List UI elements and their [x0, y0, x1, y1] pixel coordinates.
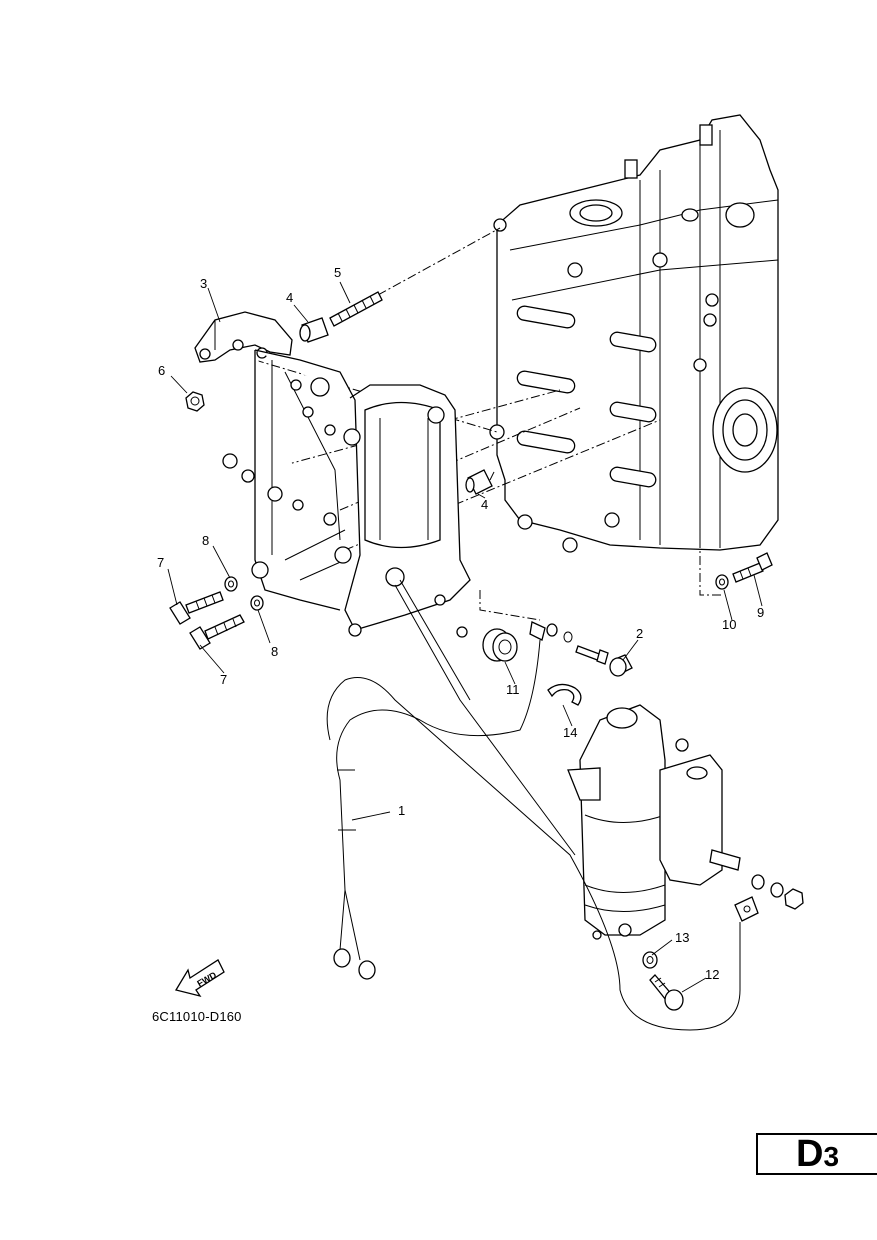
callout-10: 10 — [722, 617, 736, 632]
stud-bolt-part-5 — [329, 291, 383, 327]
bolt-part-7-upper — [169, 591, 224, 625]
diagram-code: 6C11010-D160 — [152, 1009, 242, 1024]
page-badge-number: 3 — [823, 1141, 840, 1172]
leader-lines — [167, 281, 763, 993]
clamp-part-14 — [547, 683, 582, 706]
callout-4-upper: 4 — [286, 290, 293, 305]
callout-11: 11 — [506, 682, 520, 697]
fwd-arrow-icon: FWD — [174, 959, 225, 998]
callout-13: 13 — [675, 930, 689, 945]
grommet-part-11 — [482, 628, 518, 662]
bolt-part-12 — [649, 974, 684, 1011]
bolt-part-7-lower — [189, 614, 245, 650]
callout-1: 1 — [398, 803, 405, 818]
callout-7-lower: 7 — [220, 672, 227, 687]
callout-5: 5 — [334, 265, 341, 280]
washer-part-8-upper — [224, 576, 238, 592]
callout-4-lower: 4 — [481, 497, 488, 512]
callout-8-upper: 8 — [202, 533, 209, 548]
nut-and-washer-starter — [751, 874, 804, 910]
bolt-part-9 — [732, 552, 773, 583]
callout-labels: 1 2 3 4 4 5 6 7 7 8 8 9 10 11 12 13 14 — [157, 265, 764, 982]
callout-8-lower: 8 — [271, 644, 278, 659]
callout-3: 3 — [200, 276, 207, 291]
battery-cable-part-1 — [326, 579, 741, 1031]
nut-part-6 — [185, 391, 205, 412]
page-badge: D 3 — [756, 1133, 877, 1175]
cable-terminal-starter — [734, 896, 759, 930]
page-badge-letter: D — [795, 1133, 824, 1175]
washer-part-10 — [715, 574, 729, 590]
callout-12: 12 — [705, 967, 719, 982]
engine-block — [489, 114, 779, 553]
screw-bolt — [575, 645, 609, 665]
wire-terminal-connector — [529, 621, 573, 643]
callout-14: 14 — [563, 725, 577, 740]
collar-part-4-lower — [465, 469, 493, 495]
callout-7-upper: 7 — [157, 555, 164, 570]
washer-part-13 — [642, 951, 658, 969]
callout-2: 2 — [636, 626, 643, 641]
engine-mount-bracket — [222, 349, 471, 638]
collar-part-4-upper — [299, 317, 329, 343]
callout-9: 9 — [757, 605, 764, 620]
washer-part-8-lower — [250, 595, 264, 611]
plug-part-2 — [609, 654, 633, 677]
starter-motor — [567, 704, 741, 940]
callout-6: 6 — [158, 363, 165, 378]
